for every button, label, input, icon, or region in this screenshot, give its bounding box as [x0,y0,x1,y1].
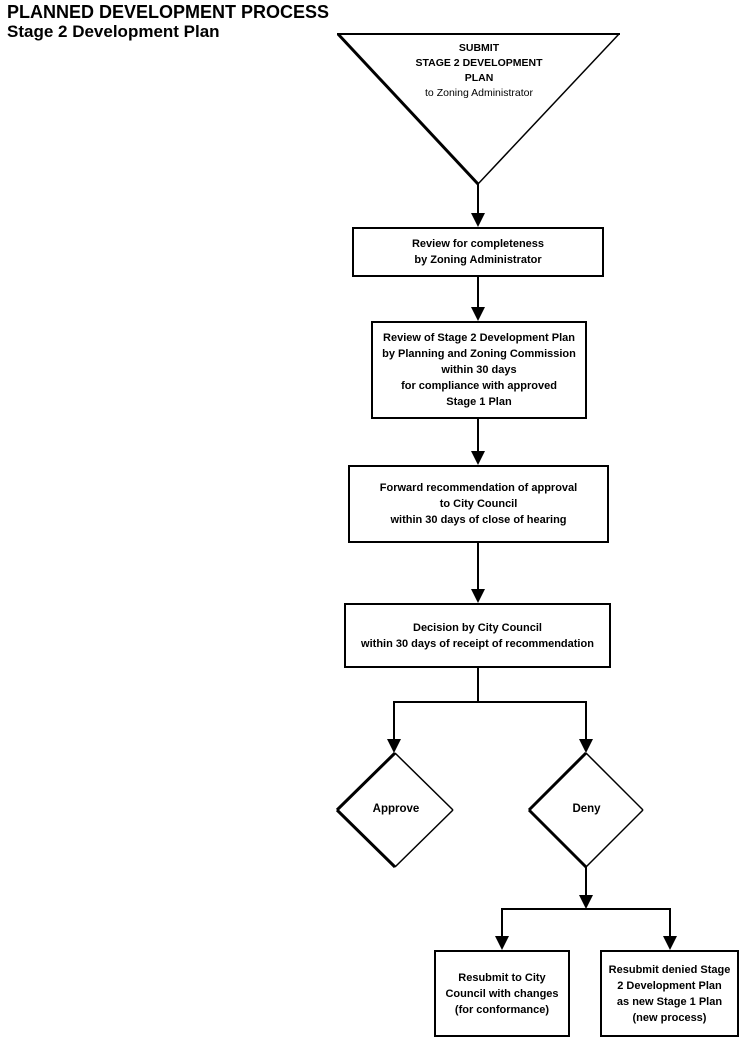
outcome-box-resubmit-new-stage1: Resubmit denied Stage 2 Development Plan… [600,950,739,1037]
arrow-start-to-step0 [471,184,485,227]
process-box-review-stage2-plan: Review of Stage 2 Development Plan by Pl… [371,321,587,419]
branch-step3-to-decisions [387,668,593,753]
outcome-box-label: Resubmit denied Stage 2 Development Plan… [608,963,731,1024]
page-title: PLANNED DEVELOPMENT PROCESS [7,2,330,22]
process-box-label: Review of Stage 2 Development Plan by Pl… [382,332,576,408]
arrowhead-down-icon [471,451,485,465]
start-triangle-label: SUBMIT STAGE 2 DEVELOPMENT PLAN [415,42,543,84]
start-triangle-shape [336,32,620,186]
arrowhead-down-icon [471,307,485,321]
decision-diamond-deny-shape [527,751,644,869]
arrowhead-down-icon [495,936,509,950]
start-triangle-sublabel: to Zoning Administrator [425,87,533,99]
outcome-box-resubmit-city-council: Resubmit to City Council with changes (f… [434,950,570,1037]
arrowhead-down-icon [471,213,485,227]
arrow-step0-to-step1 [471,277,485,321]
arrowhead-down-icon [471,589,485,603]
branch-deny-to-outcomes [495,908,677,950]
decision-diamond-approve-label: Approve [372,803,420,815]
process-box-label: Review for completeness by Zoning Admini… [411,238,545,266]
process-box-label: Forward recommendation of approval to Ci… [379,482,578,526]
decision-diamond-approve-shape [335,751,454,869]
page-subtitle: Stage 2 Development Plan [7,22,220,41]
arrowhead-down-icon [387,739,401,753]
arrow-deny-to-branch [579,866,593,909]
arrowhead-down-icon [663,936,677,950]
process-box-forward-recommendation: Forward recommendation of approval to Ci… [348,465,609,543]
start-triangle: SUBMIT STAGE 2 DEVELOPMENT PLAN to Zonin… [338,41,620,100]
process-box-review-completeness: Review for completeness by Zoning Admini… [352,227,604,277]
arrowhead-down-icon [579,895,593,909]
arrowhead-down-icon [579,739,593,753]
process-box-city-council-decision: Decision by City Council within 30 days … [344,603,611,668]
title-block: PLANNED DEVELOPMENT PROCESS Stage 2 Deve… [7,2,329,42]
decision-diamond-deny-label: Deny [572,803,601,815]
arrow-step2-to-step3 [471,543,485,603]
process-box-label: Decision by City Council within 30 days … [361,621,594,650]
arrow-step1-to-step2 [471,419,485,465]
outcome-box-label: Resubmit to City Council with changes (f… [445,971,559,1016]
